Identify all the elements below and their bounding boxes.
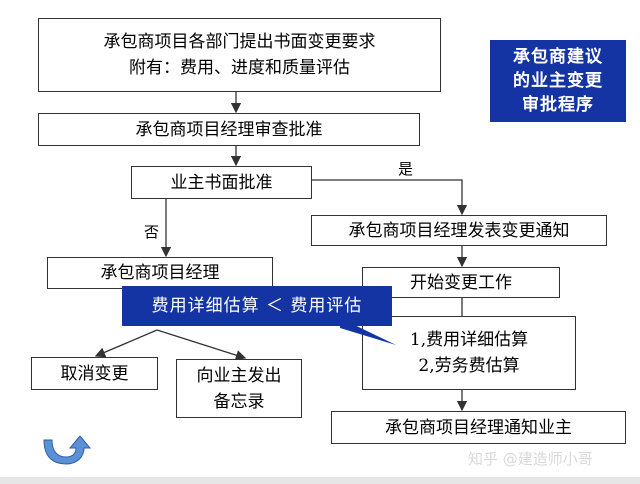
notify-owner-label: 承包商项目经理通知业主 — [385, 417, 572, 438]
pm-review-box: 承包商项目经理审查批准 — [38, 113, 420, 146]
title-line-2: 的业主变更 — [513, 71, 603, 91]
pm-review-label: 承包商项目经理审查批准 — [135, 119, 323, 140]
title-line-1: 承包商建议 — [513, 47, 603, 67]
return-arrow-icon[interactable] — [40, 432, 92, 468]
no-label: 否 — [144, 223, 160, 241]
start-work-box: 开始变更工作 — [362, 267, 560, 298]
notify-owner-box: 承包商项目经理通知业主 — [331, 411, 626, 444]
title-line-3: 审批程序 — [522, 95, 594, 115]
memo-box: 向业主发出 备忘录 — [176, 359, 302, 418]
bottom-band — [0, 477, 640, 484]
callout-label: 费用详细估算 ＜ 费用评估 — [151, 296, 363, 316]
pm-issue-notice-box: 承包商项目经理发表变更通知 — [311, 215, 607, 246]
submit-change-request-box: 承包商项目各部门提出书面变更要求 附有：费用、进度和质量评估 — [38, 18, 441, 92]
yes-label: 是 — [398, 160, 414, 178]
estimates-box: 1,费用详细估算 2,劳务费估算 — [362, 316, 576, 390]
cancel-change-box: 取消变更 — [31, 357, 158, 390]
owner-approve-box: 业主书面批准 — [131, 166, 312, 199]
title-box: 承包商建议 的业主变更 审批程序 — [490, 40, 626, 122]
pm-no-box: 承包商项目经理 — [47, 257, 273, 289]
estimate-line-2: 2,劳务费估算 — [418, 356, 520, 376]
watermark: 知乎 @建造师小哥 — [468, 450, 593, 468]
submit-line-1: 承包商项目各部门提出书面变更要求 — [103, 32, 376, 52]
cancel-label: 取消变更 — [60, 363, 129, 384]
pm-issue-label: 承包商项目经理发表变更通知 — [348, 220, 570, 241]
memo-line-1: 向业主发出 — [196, 365, 282, 386]
owner-approve-label: 业主书面批准 — [170, 172, 273, 193]
estimate-line-1: 1,费用详细估算 — [409, 330, 529, 350]
estimate-callout: 费用详细估算 ＜ 费用评估 — [122, 286, 392, 326]
start-work-label: 开始变更工作 — [410, 272, 512, 293]
memo-line-2: 备忘录 — [213, 391, 265, 412]
submit-line-2: 附有：费用、进度和质量评估 — [129, 58, 350, 78]
pm-no-label: 承包商项目经理 — [100, 263, 220, 283]
